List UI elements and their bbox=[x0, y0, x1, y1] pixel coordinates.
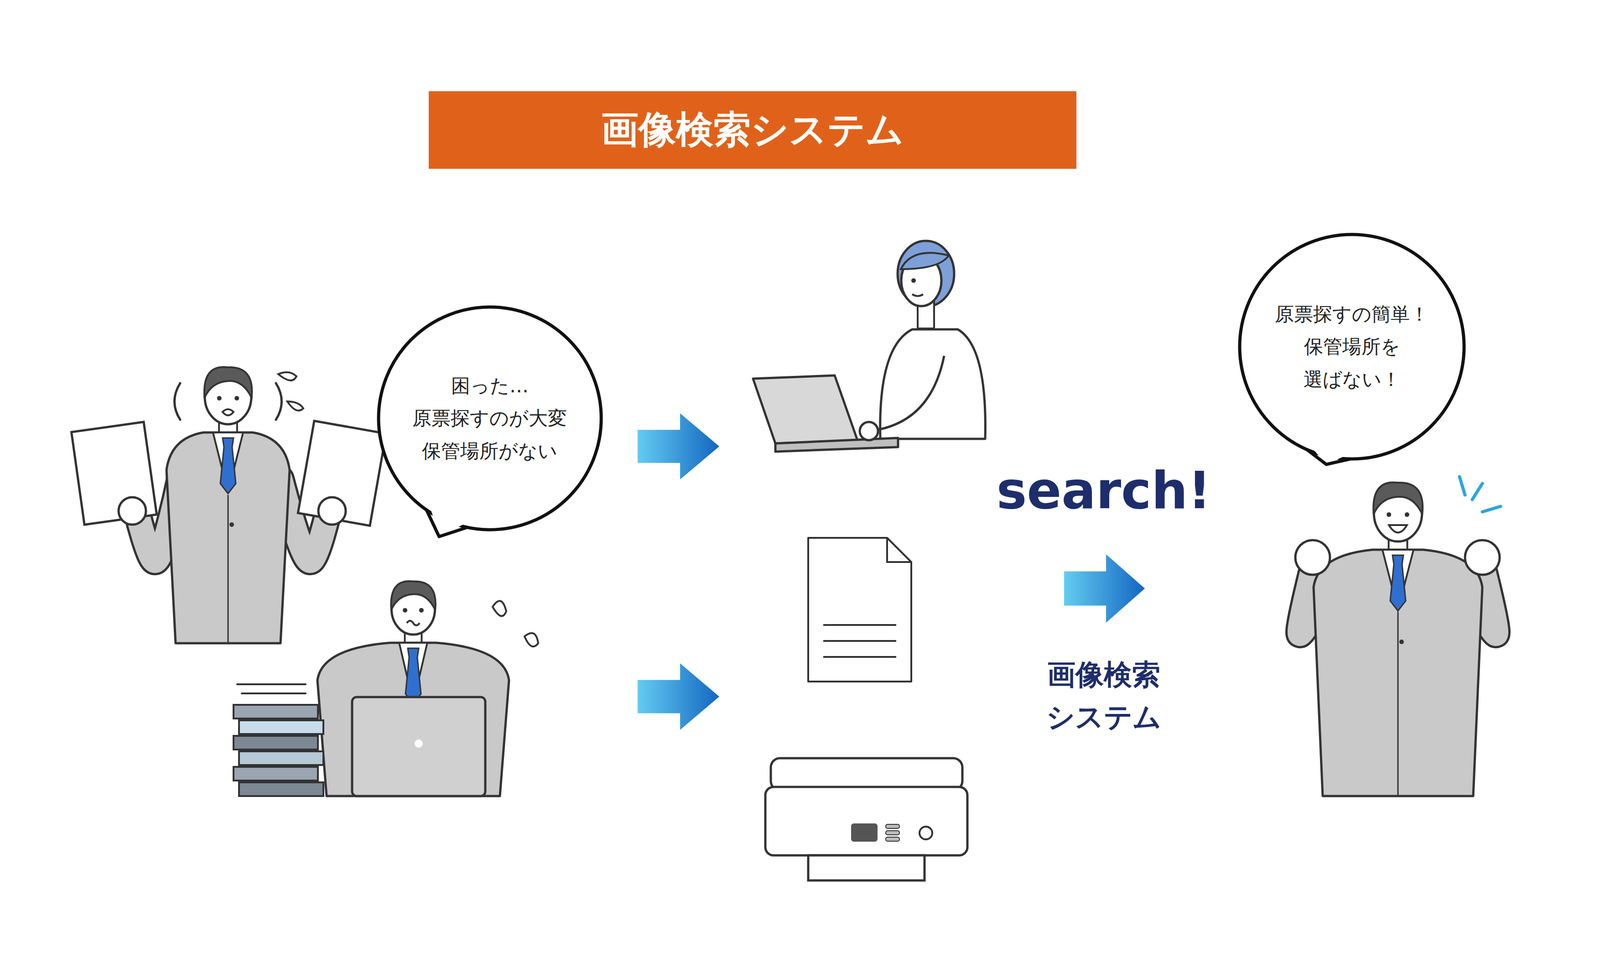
shake-mark bbox=[174, 383, 282, 420]
hair bbox=[204, 367, 252, 398]
printer-button bbox=[885, 836, 900, 842]
document-icon bbox=[808, 537, 912, 682]
motion-line bbox=[237, 684, 306, 694]
book bbox=[233, 766, 318, 781]
button bbox=[1399, 639, 1404, 645]
happy-man bbox=[1295, 476, 1501, 796]
necktie bbox=[220, 437, 236, 494]
flow-arrow bbox=[637, 413, 720, 480]
printer-button bbox=[885, 824, 900, 829]
eye bbox=[402, 607, 408, 613]
book bbox=[238, 720, 324, 734]
laptop bbox=[352, 696, 486, 796]
worried-man bbox=[71, 367, 387, 644]
blouse bbox=[880, 329, 986, 439]
hand bbox=[118, 497, 146, 525]
eye bbox=[419, 607, 424, 613]
eye bbox=[1386, 512, 1392, 517]
suit-jacket bbox=[166, 432, 290, 644]
hand bbox=[1464, 540, 1500, 575]
flow-arrow bbox=[637, 663, 720, 730]
suit-jacket bbox=[1313, 549, 1483, 796]
title: 画像検索システム bbox=[601, 104, 904, 156]
bubble-circle bbox=[378, 306, 602, 530]
printer-dial bbox=[919, 826, 933, 840]
eye bbox=[1404, 512, 1410, 517]
necktie bbox=[405, 648, 421, 704]
sparkle bbox=[1459, 476, 1501, 512]
book bbox=[233, 735, 318, 750]
paper-sheet bbox=[297, 420, 386, 526]
speech-bubble: 困った… 原票探すのが大変 保管場所がない bbox=[376, 305, 603, 532]
document-line bbox=[823, 639, 897, 642]
fringe bbox=[900, 252, 949, 270]
jacket-seam bbox=[227, 494, 229, 644]
suit-jacket bbox=[317, 642, 510, 796]
document-line bbox=[823, 655, 897, 658]
eye bbox=[234, 395, 239, 401]
tired-man bbox=[233, 581, 539, 796]
sweat-drop bbox=[278, 372, 304, 411]
woman-at-laptop bbox=[753, 240, 986, 452]
hair bbox=[1373, 482, 1423, 515]
laptop-logo bbox=[414, 739, 423, 748]
mouth bbox=[912, 294, 924, 297]
hair bbox=[897, 240, 955, 307]
hand bbox=[1295, 540, 1330, 575]
system-label: 画像検索 システム bbox=[1026, 653, 1182, 738]
mouth bbox=[1388, 524, 1408, 533]
bubble-tail bbox=[1306, 449, 1351, 465]
printer-lid bbox=[770, 758, 963, 790]
necktie bbox=[1390, 555, 1406, 611]
eye bbox=[217, 395, 222, 401]
mouth bbox=[222, 409, 234, 416]
document-line bbox=[823, 623, 897, 626]
document bbox=[808, 537, 912, 682]
paper-sheet bbox=[71, 421, 157, 525]
speech-bubble: 原票探すの簡単！ 保管場所を 選ばない！ bbox=[1237, 232, 1466, 461]
book bbox=[238, 751, 324, 765]
printer-icon bbox=[765, 758, 968, 881]
hand bbox=[318, 497, 346, 525]
laptop-base bbox=[775, 437, 899, 452]
laptop-lid bbox=[753, 375, 858, 444]
hand bbox=[859, 421, 878, 441]
printer-tray bbox=[808, 855, 925, 881]
bubble-text: 困った… 原票探すのが大変 保管場所がない bbox=[403, 369, 577, 468]
jacket-seam bbox=[1397, 612, 1399, 796]
hair bbox=[390, 581, 436, 610]
bubble-circle bbox=[1239, 234, 1465, 459]
bubble-text: 原票探すの簡単！ 保管場所を 選ばない！ bbox=[1265, 297, 1439, 396]
search-label: search! bbox=[966, 459, 1241, 521]
bubble-tail bbox=[426, 509, 468, 537]
book bbox=[238, 782, 324, 796]
flow-arrow bbox=[1064, 554, 1145, 623]
title-band: 画像検索システム bbox=[428, 91, 1077, 169]
mouth bbox=[406, 620, 420, 626]
sleeve bbox=[868, 355, 945, 432]
eye bbox=[911, 278, 916, 283]
bubble-text-group: 困った… 原票探すのが大変 保管場所がない bbox=[403, 369, 577, 468]
bubble-text-group: 原票探すの簡単！ 保管場所を 選ばない！ bbox=[1265, 297, 1439, 396]
printer-button bbox=[885, 830, 900, 835]
printer-screen bbox=[851, 823, 878, 842]
printer-body bbox=[765, 786, 968, 856]
sweat-drop bbox=[492, 600, 539, 647]
button bbox=[229, 522, 234, 527]
book bbox=[233, 704, 318, 719]
document-fold bbox=[887, 537, 912, 562]
